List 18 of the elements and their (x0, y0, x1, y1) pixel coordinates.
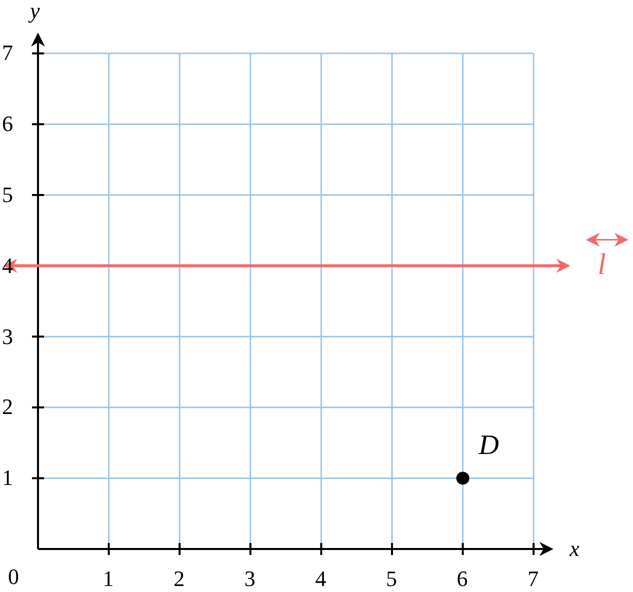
origin-label: 0 (8, 566, 19, 588)
x-tick-label: 1 (102, 568, 114, 590)
y-axis-label: y (30, 0, 40, 22)
y-tick-label: 7 (2, 42, 13, 64)
point-label: D (478, 432, 500, 460)
x-tick-label: 4 (315, 568, 326, 590)
y-tick-label: 5 (2, 184, 13, 206)
x-tick-label: 5 (386, 568, 397, 590)
y-tick-label: 3 (2, 326, 13, 348)
y-tick-label: 2 (2, 396, 13, 418)
x-tick-label: 3 (244, 568, 256, 590)
y-tick-label: 1 (2, 467, 13, 490)
x-tick-label: 7 (528, 568, 539, 590)
y-tick-label: 6 (2, 113, 13, 136)
line-name-label: l (598, 250, 606, 280)
x-axis-label: x (570, 538, 580, 560)
x-tick-label: 6 (456, 568, 468, 590)
x-tick-label: 2 (174, 568, 185, 590)
